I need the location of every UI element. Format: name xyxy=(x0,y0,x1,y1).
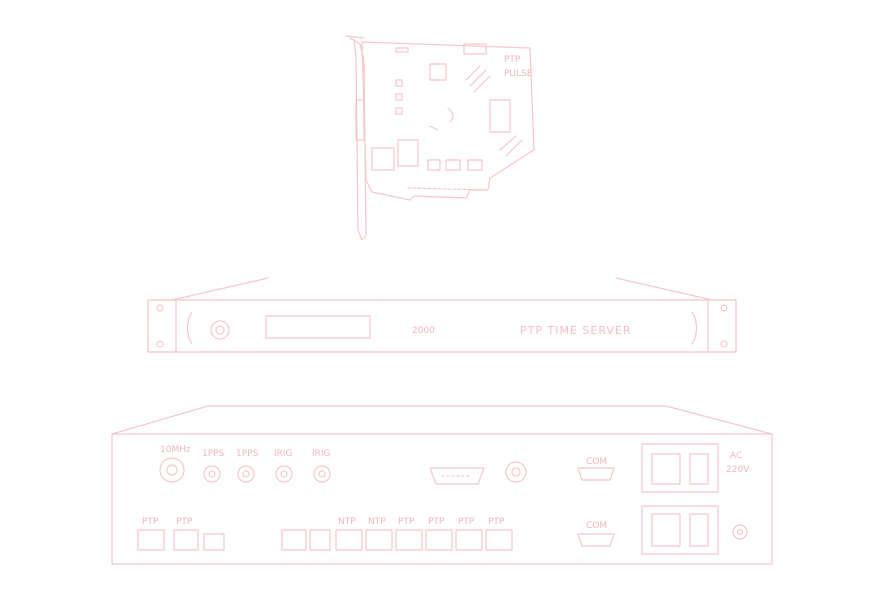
power-socket-icon xyxy=(651,453,681,485)
port-label: PTP xyxy=(142,517,159,527)
bnc-connector-icon xyxy=(159,457,185,483)
pci-trace-lines xyxy=(465,65,491,93)
rack-screw xyxy=(156,304,164,312)
pci-trace-lines xyxy=(499,135,523,157)
pci-bracket-port xyxy=(355,99,365,141)
port-label: NTP xyxy=(338,517,356,527)
power-module xyxy=(641,443,719,493)
pci-led xyxy=(395,107,403,115)
antenna-connector-icon xyxy=(505,461,527,483)
pci-led xyxy=(395,79,403,87)
bnc-connector-icon-inner xyxy=(242,470,250,478)
pci-bracket-tab xyxy=(345,35,365,39)
pci-chip xyxy=(427,159,441,171)
power-label: 220V xyxy=(726,465,750,475)
bnc-label: IRIG xyxy=(274,449,293,459)
rack-screw xyxy=(720,304,728,312)
rj45-port-icon xyxy=(371,147,395,171)
bnc-label: IRIG xyxy=(312,449,331,459)
pci-board-outline xyxy=(361,41,535,201)
port-label: PTP xyxy=(176,517,193,527)
serial-label: COM xyxy=(586,457,607,467)
lcd-display xyxy=(265,315,371,339)
bnc-connector-icon xyxy=(275,465,293,483)
pci-connector-top xyxy=(463,43,487,55)
db-connector-icon xyxy=(429,467,485,485)
power-button-icon xyxy=(210,320,230,340)
rj45-port-icon xyxy=(281,529,307,551)
rack-handle-right xyxy=(691,311,698,345)
rack-title-label: PTP TIME SERVER xyxy=(520,324,631,337)
rear-panel: 10MHz 1PPS 1PPS IRIG IRIG COM COM xyxy=(111,405,773,565)
pci-led xyxy=(395,47,409,53)
pci-chip xyxy=(445,159,461,171)
port-label: PTP xyxy=(428,517,445,527)
rj45-port-icon xyxy=(455,529,483,551)
rack-front-panel: 2000 PTP TIME SERVER xyxy=(147,277,737,353)
port-label: PTP xyxy=(398,517,415,527)
rack-screw xyxy=(720,340,728,348)
ground-screw-icon xyxy=(732,524,748,540)
pci-chip xyxy=(489,99,511,133)
rj45-port-icon xyxy=(485,529,513,551)
power-switch-icon xyxy=(689,453,709,485)
bnc-connector-icon xyxy=(237,465,255,483)
bnc-connector-icon xyxy=(203,465,221,483)
pci-label: PULSE xyxy=(504,69,533,79)
bnc-connector-group: 10MHz 1PPS 1PPS IRIG IRIG xyxy=(159,445,331,483)
bnc-connector-icon-inner xyxy=(318,470,326,478)
bnc-label: 10MHz xyxy=(160,445,191,455)
rack-perspective-lines xyxy=(171,277,713,301)
pci-chip xyxy=(467,159,483,171)
rack-screw xyxy=(156,340,164,348)
ground-screw-icon-inner xyxy=(736,528,744,536)
pci-component-sketch xyxy=(429,107,454,131)
power-label: AC xyxy=(730,451,742,461)
serial-port-icon xyxy=(577,467,615,481)
bnc-connector-icon xyxy=(313,465,331,483)
rack-handle-left xyxy=(186,311,193,345)
rack-ear-right xyxy=(707,299,737,353)
pci-transformer xyxy=(397,139,419,167)
power-switch-icon xyxy=(689,513,709,547)
rear-panel-outline xyxy=(111,433,773,565)
pci-card: PTP PULSE xyxy=(345,35,535,241)
pci-led xyxy=(395,93,403,101)
bnc-label: 1PPS xyxy=(236,449,259,459)
port-label: NTP xyxy=(368,517,386,527)
rack-model-label: 2000 xyxy=(412,326,435,336)
pci-bracket xyxy=(349,37,367,241)
rear-top-edges xyxy=(111,405,773,435)
serial-port-icon xyxy=(577,533,615,547)
rj45-port-icon xyxy=(425,529,453,551)
power-button-icon-inner xyxy=(215,325,225,335)
bnc-connector-icon-inner xyxy=(280,470,288,478)
port-label: PTP xyxy=(458,517,475,527)
rack-ear-left xyxy=(147,299,177,353)
bnc-connector-icon-inner xyxy=(166,464,178,476)
rj45-port-icon xyxy=(335,529,363,551)
pci-chip xyxy=(429,63,447,81)
sfp-port-icon xyxy=(309,529,331,551)
rj45-port-icon xyxy=(395,529,423,551)
power-socket-icon xyxy=(651,513,681,547)
antenna-connector-icon-inner xyxy=(511,467,521,477)
sfp-port-icon xyxy=(203,533,225,551)
rj45-port-icon xyxy=(137,529,165,551)
pci-label: PTP xyxy=(504,55,521,65)
serial-label: COM xyxy=(586,521,607,531)
port-label: PTP xyxy=(488,517,505,527)
rj45-port-icon xyxy=(173,529,199,551)
rj45-port-icon xyxy=(365,529,393,551)
bnc-connector-icon-inner xyxy=(208,470,216,478)
rack-front-outline xyxy=(147,299,737,353)
bnc-label: 1PPS xyxy=(202,449,225,459)
pci-edge-connector xyxy=(407,187,489,191)
power-module xyxy=(641,505,719,555)
